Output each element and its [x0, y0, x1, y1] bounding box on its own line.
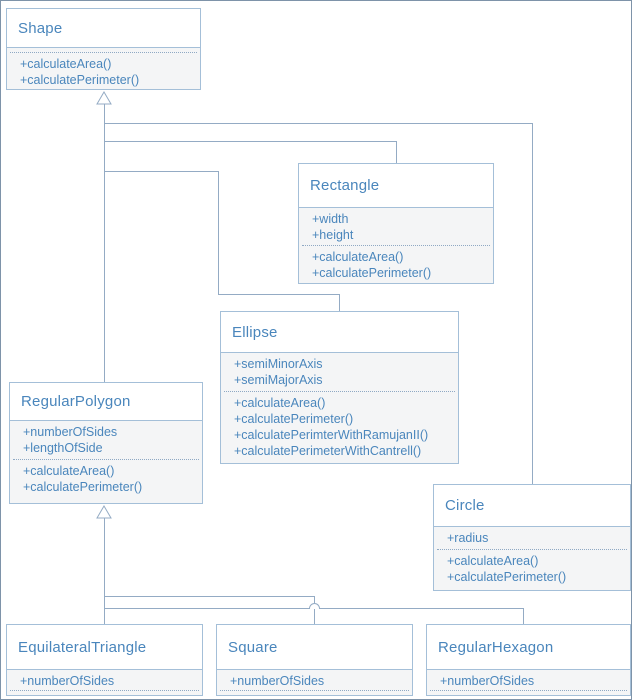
class-square: Square +numberOfSides [216, 624, 413, 696]
edge-rectangle-to-shape-vertical [396, 141, 397, 163]
attribute: +radius [447, 531, 489, 545]
edge-ellipse-to-shape-h1 [104, 171, 219, 172]
class-regularpolygon-title: RegularPolygon [10, 383, 202, 420]
method: +calculateArea() [234, 396, 326, 410]
class-square-title: Square [217, 625, 412, 669]
class-shape-methods: +calculateArea() +calculatePerimeter() [7, 53, 200, 89]
class-regularpolygon: RegularPolygon +numberOfSides +lengthOfS… [9, 382, 203, 504]
class-rectangle-title: Rectangle [299, 164, 493, 207]
class-square-body: +numberOfSides [217, 669, 412, 695]
class-ellipse: Ellipse +semiMinorAxis +semiMajorAxis +c… [220, 311, 459, 464]
compartment-divider [10, 690, 199, 691]
class-ellipse-title: Ellipse [221, 312, 458, 352]
class-circle-body: +radius +calculateArea() +calculatePerim… [434, 526, 630, 590]
class-equilateraltriangle-body: +numberOfSides [7, 669, 202, 695]
class-regularhexagon-attributes: +numberOfSides [427, 670, 630, 690]
method: +calculatePerimeter() [234, 412, 354, 426]
method: +calculatePerimeter() [447, 570, 567, 584]
attribute: +numberOfSides [23, 425, 118, 439]
class-rectangle-body: +width +height +calculateArea() +calcula… [299, 207, 493, 283]
edge-square-to-regularpolygon-vertical [314, 596, 315, 624]
class-shape-title: Shape [7, 9, 200, 47]
class-regularhexagon-body: +numberOfSides [427, 669, 630, 695]
generalization-arrow-icon [96, 505, 112, 519]
class-circle-attributes: +radius [434, 527, 630, 549]
class-ellipse-body: +semiMinorAxis +semiMajorAxis +calculate… [221, 352, 458, 463]
class-equilateraltriangle-methods [7, 691, 202, 695]
compartment-divider [302, 245, 490, 246]
edge-circle-to-shape-horizontal [104, 123, 533, 124]
class-regularhexagon: RegularHexagon +numberOfSides [426, 624, 631, 696]
compartment-divider [10, 52, 197, 53]
method: +calculateArea() [20, 57, 112, 71]
class-circle-title: Circle [434, 485, 630, 526]
class-regularpolygon-methods: +calculateArea() +calculatePerimeter() [10, 460, 202, 498]
class-equilateraltriangle-attributes: +numberOfSides [7, 670, 202, 690]
edge-square-to-regularpolygon-horizontal [104, 596, 315, 597]
edge-regularhexagon-to-regularpolygon-h1 [104, 608, 309, 609]
compartment-divider [437, 549, 627, 550]
attribute: +semiMinorAxis [234, 357, 323, 371]
attribute: +numberOfSides [440, 674, 535, 688]
edge-regularpolygon-to-shape [104, 104, 105, 382]
edge-equilateraltriangle-to-regularpolygon [104, 518, 105, 624]
edge-ellipse-to-shape-h2 [218, 294, 340, 295]
edge-ellipse-to-shape-v1 [218, 171, 219, 295]
method: +calculatePerimeter() [312, 266, 432, 280]
class-square-methods [217, 691, 412, 695]
attribute: +height [312, 228, 354, 242]
method: +calculatePerimeter() [20, 73, 140, 87]
method: +calculatePerimterWithRamujanII() [234, 428, 429, 442]
class-rectangle-attributes: +width +height [299, 208, 493, 245]
class-circle-methods: +calculateArea() +calculatePerimeter() [434, 550, 630, 588]
edge-regularhexagon-to-regularpolygon-h2 [320, 608, 524, 609]
compartment-divider [430, 690, 627, 691]
class-ellipse-methods: +calculateArea() +calculatePerimeter() +… [221, 392, 458, 462]
generalization-arrow-icon [96, 91, 112, 105]
class-regularpolygon-body: +numberOfSides +lengthOfSide +calculateA… [10, 420, 202, 503]
class-square-attributes: +numberOfSides [217, 670, 412, 690]
line-jump-arc [309, 603, 320, 609]
method: +calculatePerimeterWithCantrell() [234, 444, 422, 458]
attribute: +semiMajorAxis [234, 373, 323, 387]
edge-rectangle-to-shape-horizontal [104, 141, 397, 142]
edge-circle-to-shape-vertical [532, 123, 533, 484]
attribute: +numberOfSides [230, 674, 325, 688]
class-rectangle-methods: +calculateArea() +calculatePerimeter() [299, 246, 493, 283]
attribute: +numberOfSides [20, 674, 115, 688]
edge-regularhexagon-to-regularpolygon-vertical [523, 608, 524, 624]
class-regularpolygon-attributes: +numberOfSides +lengthOfSide [10, 421, 202, 459]
class-shape: Shape +calculateArea() +calculatePerimet… [6, 8, 201, 90]
class-regularhexagon-title: RegularHexagon [427, 625, 630, 669]
class-ellipse-attributes: +semiMinorAxis +semiMajorAxis [221, 353, 458, 391]
method: +calculateArea() [312, 250, 404, 264]
class-shape-body: +calculateArea() +calculatePerimeter() [7, 47, 200, 89]
class-circle: Circle +radius +calculateArea() +calcula… [433, 484, 631, 591]
attribute: +lengthOfSide [23, 441, 103, 455]
class-equilateraltriangle: EquilateralTriangle +numberOfSides [6, 624, 203, 696]
class-regularhexagon-methods [427, 691, 630, 695]
compartment-divider [224, 391, 455, 392]
compartment-divider [220, 690, 409, 691]
method: +calculatePerimeter() [23, 480, 143, 494]
edge-ellipse-to-shape-v2 [339, 294, 340, 311]
compartment-divider [13, 459, 199, 460]
attribute: +width [312, 212, 349, 226]
method: +calculateArea() [447, 554, 539, 568]
class-equilateraltriangle-title: EquilateralTriangle [7, 625, 202, 669]
class-rectangle: Rectangle +width +height +calculateArea(… [298, 163, 494, 284]
method: +calculateArea() [23, 464, 115, 478]
